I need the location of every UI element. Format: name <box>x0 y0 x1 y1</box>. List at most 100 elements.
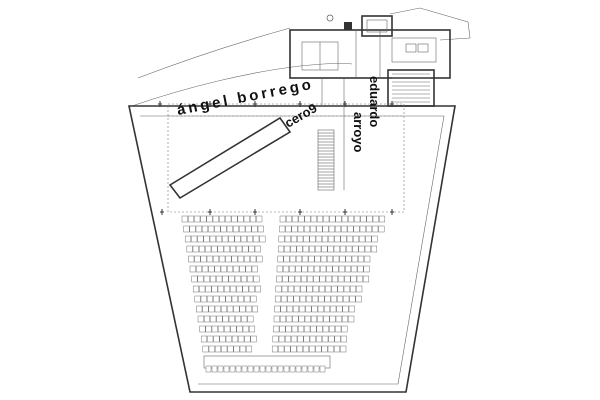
stage-seat <box>247 365 254 373</box>
seat <box>242 285 249 293</box>
seat <box>194 215 201 223</box>
seat <box>309 235 316 243</box>
seat <box>305 295 313 303</box>
seat <box>206 215 213 223</box>
seat <box>328 235 335 243</box>
seat <box>205 325 212 333</box>
seat <box>231 295 238 303</box>
seat <box>214 225 221 233</box>
seat <box>328 325 336 333</box>
seat <box>306 285 313 293</box>
fixture-icon <box>326 14 334 22</box>
seat <box>244 295 251 303</box>
seat <box>248 285 255 293</box>
seat <box>199 285 206 293</box>
seat <box>230 325 237 333</box>
seat <box>224 325 231 333</box>
seat <box>192 245 199 253</box>
seat <box>245 345 253 353</box>
seat <box>324 295 331 303</box>
seat <box>308 255 315 263</box>
seat <box>220 225 227 233</box>
seat <box>253 235 260 243</box>
seat <box>290 345 297 353</box>
seat <box>239 345 246 353</box>
seat <box>236 245 243 253</box>
seat <box>222 235 229 243</box>
stair-treads <box>392 73 430 103</box>
seat <box>359 235 366 243</box>
seat <box>272 335 279 343</box>
seat <box>303 225 311 233</box>
seat <box>290 235 298 243</box>
seat <box>327 345 334 353</box>
seat <box>318 285 326 293</box>
seat <box>300 285 307 293</box>
seat <box>298 315 305 323</box>
seat <box>197 235 204 243</box>
seat <box>307 265 314 273</box>
seat <box>352 245 359 253</box>
seat <box>333 345 341 353</box>
seat <box>283 255 290 263</box>
seat <box>309 345 316 353</box>
seat <box>331 275 339 283</box>
seat <box>230 285 237 293</box>
seat <box>303 335 310 343</box>
seat <box>309 335 316 343</box>
seat <box>275 285 282 293</box>
seat <box>228 315 235 323</box>
stage-seat <box>223 365 230 373</box>
seat <box>234 275 241 283</box>
label-arroyo: arroyo <box>351 112 366 153</box>
seat <box>313 265 321 273</box>
seat <box>280 305 287 313</box>
seat <box>209 235 216 243</box>
seat <box>297 225 304 233</box>
seat <box>315 235 322 243</box>
seat <box>285 225 292 233</box>
seat <box>315 245 322 253</box>
seat <box>273 325 280 333</box>
seat <box>318 295 325 303</box>
seat <box>335 325 342 333</box>
seat <box>327 245 334 253</box>
seat <box>340 235 347 243</box>
seat <box>336 295 344 303</box>
seat <box>282 265 290 273</box>
seat <box>329 215 336 223</box>
seat <box>273 315 280 323</box>
stage-seat <box>283 365 290 373</box>
skylight-inner <box>366 19 388 33</box>
seat <box>211 285 218 293</box>
seat <box>297 325 305 333</box>
seat <box>346 245 353 253</box>
seat <box>298 215 305 223</box>
seat <box>192 285 200 293</box>
seat <box>366 215 373 223</box>
door-swing-icon <box>344 22 352 30</box>
seat <box>289 255 296 263</box>
seat <box>236 325 243 333</box>
seat <box>322 335 329 343</box>
seat <box>253 275 260 283</box>
stage-seat <box>295 365 302 373</box>
seat <box>347 225 354 233</box>
seat <box>290 245 297 253</box>
beam-ticks <box>158 101 394 215</box>
seat <box>299 305 306 313</box>
seat <box>365 225 373 233</box>
seat <box>219 255 226 263</box>
seat <box>211 245 218 253</box>
seat <box>242 245 249 253</box>
seat <box>271 345 279 353</box>
seat <box>321 245 328 253</box>
seat <box>251 225 258 233</box>
seat <box>211 325 218 333</box>
seat <box>291 225 298 233</box>
seat <box>316 225 323 233</box>
seat <box>208 225 215 233</box>
seat <box>279 225 286 233</box>
seat <box>355 295 362 303</box>
seat <box>300 275 308 283</box>
